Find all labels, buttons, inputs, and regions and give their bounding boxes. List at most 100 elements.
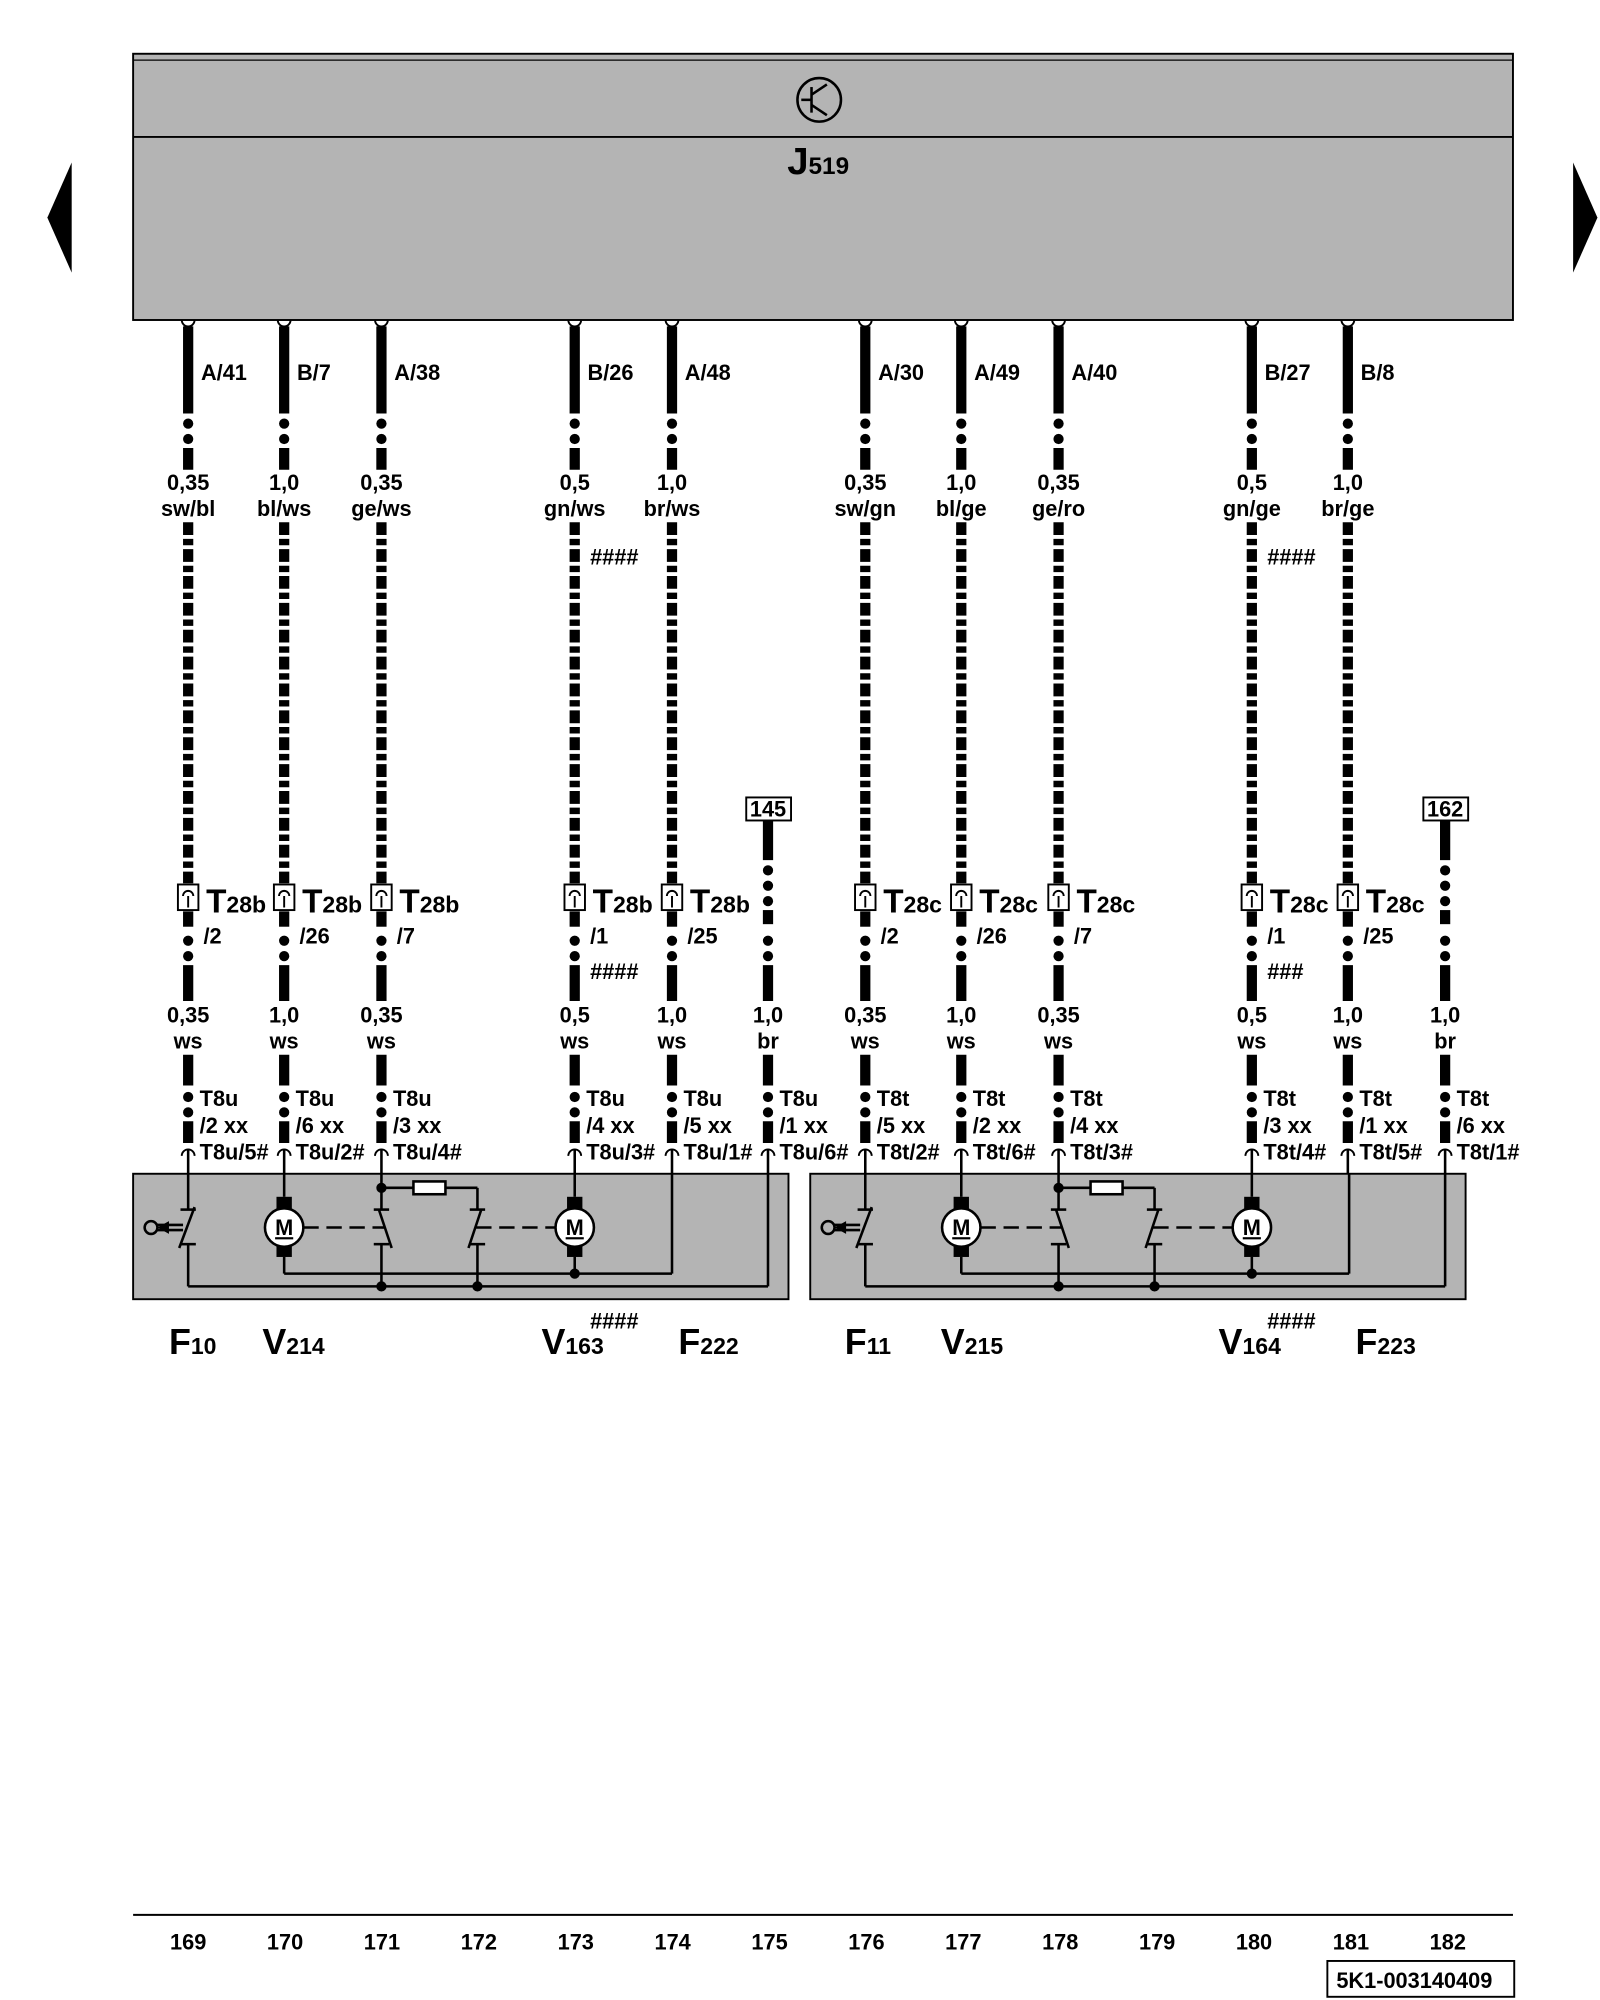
component-v215: V215 [941, 1322, 1004, 1362]
wire-color-lower: ws [559, 1028, 589, 1053]
t8-alt-pin: T8u/2# [296, 1140, 365, 1165]
next-page-arrow-icon[interactable] [1573, 162, 1598, 273]
page-reference-box[interactable]: 145 [745, 796, 792, 822]
component-v164: V164#### [1219, 1309, 1316, 1363]
wire-color-lower: ws [1236, 1028, 1266, 1053]
t8-connector: T8t [877, 1086, 910, 1111]
connector-pin: /25 [1363, 923, 1393, 948]
pin-label: B/27 [1265, 360, 1311, 385]
wire-size: 1,0 [946, 470, 976, 495]
t8-connector: T8u [586, 1086, 625, 1111]
t8-pin: /1 xx [780, 1113, 828, 1138]
hash-note: #### [590, 544, 638, 569]
transistor-symbol-icon [796, 76, 843, 123]
connector-pin: /2 [881, 923, 899, 948]
component-label: V164 [1219, 1322, 1282, 1362]
t8-connector: T8u [296, 1086, 335, 1111]
component-label: F222 [678, 1322, 738, 1362]
wire-color-lower: br [757, 1028, 779, 1053]
t8-connector: T8t [1359, 1086, 1392, 1111]
t8-pin: /6 xx [296, 1113, 344, 1138]
wire-size-lower: 1,0 [753, 1003, 783, 1028]
wire-color: br/ge [1321, 496, 1374, 521]
track-number: 179 [1139, 1929, 1175, 1954]
wire-color: gn/ws [544, 496, 606, 521]
connector-icon [370, 883, 393, 912]
wire-size-lower: 0,35 [1037, 1003, 1079, 1028]
connector-label: T28b [399, 884, 459, 921]
wire-size-lower: 0,5 [560, 1003, 590, 1028]
component-v214: V214 [262, 1322, 325, 1362]
pin-label: A/49 [974, 360, 1020, 385]
track-number: 175 [751, 1929, 787, 1954]
wire-size-lower: 0,5 [1237, 1003, 1267, 1028]
t8-alt-pin: T8u/4# [393, 1140, 462, 1165]
t8-connector: T8u [200, 1086, 239, 1111]
component-label: F11 [845, 1322, 891, 1362]
page-reference-box[interactable]: 162 [1422, 796, 1470, 822]
component-f222: F222 [678, 1322, 738, 1362]
resistor-icon [1089, 1180, 1124, 1196]
wire-color: bl/ge [936, 496, 987, 521]
component-label: V214 [262, 1322, 325, 1362]
connector-label: T28b [593, 884, 653, 921]
t8-connector: T8u [393, 1086, 432, 1111]
connector-icon [950, 883, 973, 912]
motor-icon: M [263, 1196, 305, 1257]
control-unit-label: J519 [787, 140, 849, 183]
hash-note: #### [1267, 544, 1315, 569]
track-number: 178 [1042, 1929, 1078, 1954]
connector-label: T28c [979, 884, 1038, 921]
motor-label: M [566, 1215, 584, 1240]
t8-pin: /5 xx [684, 1113, 732, 1138]
connector-label: T28c [1270, 884, 1329, 921]
connector-label: T28c [1366, 884, 1425, 921]
connector-label: T28b [690, 884, 750, 921]
t8-connector: T8t [973, 1086, 1006, 1111]
t8-connector: T8t [1070, 1086, 1103, 1111]
wire-size-lower: 1,0 [657, 1003, 687, 1028]
pin-label: A/38 [394, 360, 440, 385]
wire-size-lower: 1,0 [946, 1003, 976, 1028]
connector-pin: /7 [397, 923, 415, 948]
t8-connector: T8t [1263, 1086, 1296, 1111]
t8-alt-pin: T8t/4# [1263, 1140, 1326, 1165]
t8-pin: /4 xx [1070, 1113, 1118, 1138]
track-number: 181 [1333, 1929, 1369, 1954]
component-label: V163 [541, 1322, 603, 1362]
door-contact-switch-icon [820, 1219, 861, 1236]
wire-color-lower: ws [656, 1028, 686, 1053]
track-number: 176 [848, 1929, 884, 1954]
connector-pin: /26 [977, 923, 1007, 948]
page-reference: 145 [750, 797, 786, 822]
track-number: 169 [170, 1929, 206, 1954]
wire-color-lower: ws [1043, 1028, 1073, 1053]
wire-size: 1,0 [269, 470, 299, 495]
connector-icon [563, 883, 586, 912]
t8-alt-pin: T8t/6# [973, 1140, 1036, 1165]
wire-color: sw/bl [161, 496, 215, 521]
component-v163: V163#### [541, 1309, 638, 1363]
motor-label: M [1243, 1215, 1261, 1240]
motor-label: M [952, 1215, 970, 1240]
door-contact-switch-icon [143, 1219, 184, 1236]
t8-alt-pin: T8u/5# [200, 1140, 269, 1165]
t8-alt-pin: T8t/5# [1359, 1140, 1422, 1165]
t8-connector: T8t [1457, 1086, 1490, 1111]
wire-size: 0,35 [360, 470, 402, 495]
previous-page-arrow-icon[interactable] [47, 162, 72, 273]
